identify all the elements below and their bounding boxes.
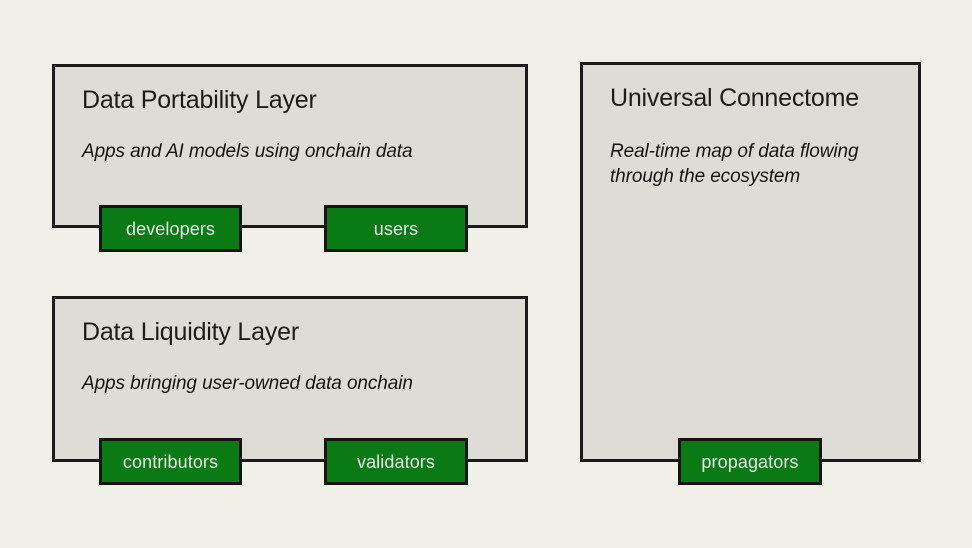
panel-data-liquidity-layer: Data Liquidity Layer Apps bringing user-… xyxy=(52,296,528,462)
chip-propagators[interactable]: propagators xyxy=(678,438,822,485)
chip-label: validators xyxy=(356,451,436,472)
panel-title-data-liquidity-layer: Data Liquidity Layer xyxy=(82,318,299,346)
panel-description-data-portability-layer: Apps and AI models using onchain data xyxy=(82,141,413,162)
chip-label: contributors xyxy=(122,451,219,472)
panel-content: Data Portability Layer Apps and AI model… xyxy=(82,85,505,164)
chip-developers[interactable]: developers xyxy=(99,205,242,252)
panel-description-data-liquidity-layer: Apps bringing user-owned data onchain xyxy=(82,373,413,394)
chip-contributors[interactable]: contributors xyxy=(99,438,242,485)
panel-universal-connectome: Universal Connectome Real-time map of da… xyxy=(580,62,921,462)
chip-validators[interactable]: validators xyxy=(324,438,468,485)
panel-content: Universal Connectome Real-time map of da… xyxy=(610,83,898,189)
panel-content: Data Liquidity Layer Apps bringing user-… xyxy=(82,317,505,396)
panel-title-universal-connectome: Universal Connectome xyxy=(610,84,859,112)
chip-label: users xyxy=(373,218,419,239)
panel-data-portability-layer: Data Portability Layer Apps and AI model… xyxy=(52,64,528,228)
chip-users[interactable]: users xyxy=(324,205,468,252)
chip-label: developers xyxy=(125,218,216,239)
panel-description-universal-connectome: Real-time map of data flowing through th… xyxy=(610,141,859,188)
chip-label: propagators xyxy=(701,451,799,472)
panel-title-data-portability-layer: Data Portability Layer xyxy=(82,86,317,114)
